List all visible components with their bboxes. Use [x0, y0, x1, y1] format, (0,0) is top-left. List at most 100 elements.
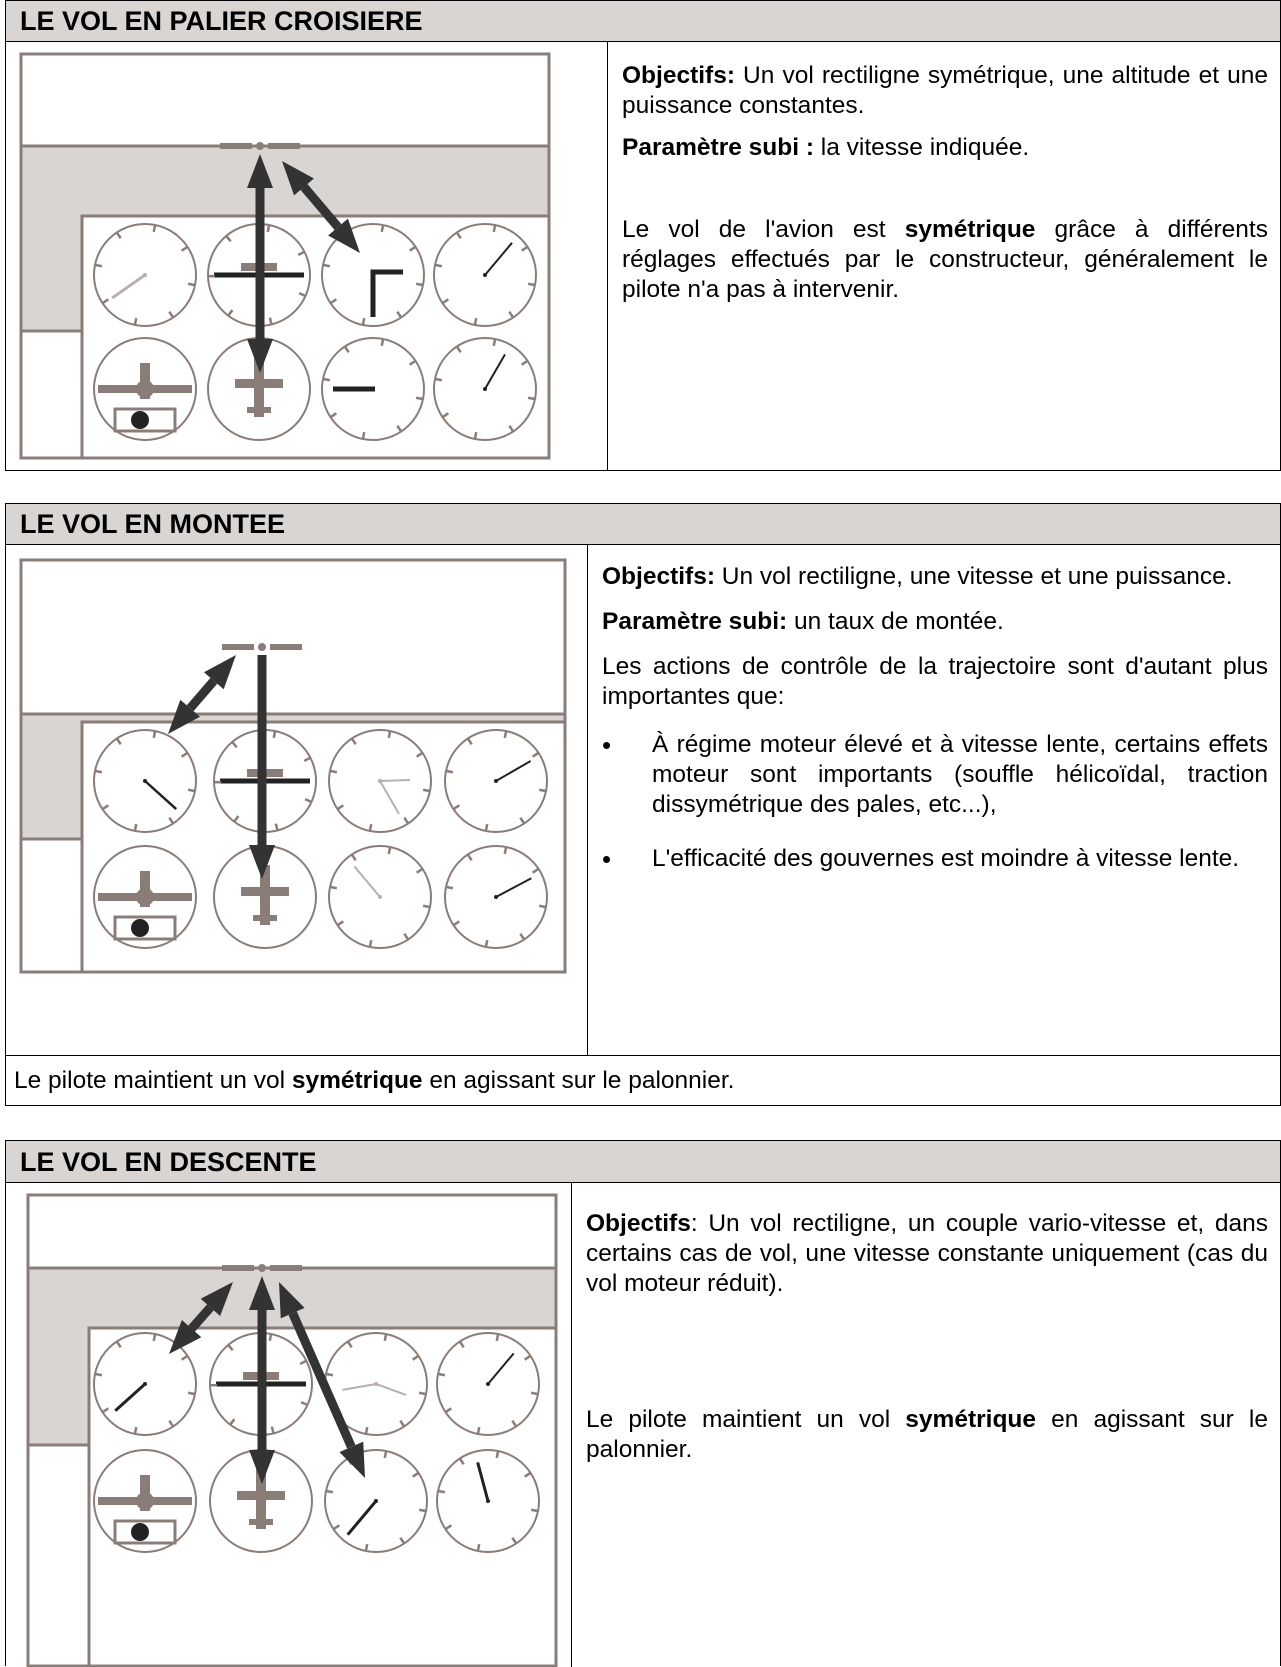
parametre-label: Paramètre subi :: [622, 134, 814, 161]
dial-tick: [505, 731, 506, 738]
dial-tick: [276, 824, 278, 831]
dial-tick: [135, 1427, 136, 1434]
dial-tick: [270, 318, 272, 325]
cockpit-diagram: [27, 1194, 557, 1667]
list-item: À régime moteur élevé et à vitesse lente…: [602, 730, 1268, 820]
turn-center: [136, 380, 154, 398]
dial-tick: [370, 940, 371, 947]
needle-hub: [494, 895, 498, 899]
heading-wings: [235, 379, 283, 388]
needle-hub: [374, 1499, 378, 1503]
dial-tick: [389, 731, 390, 738]
objectifs-paragraph: Objectifs: Un vol rectiligne, une vitess…: [602, 562, 1268, 592]
dial-tick: [438, 1491, 445, 1492]
dial-tick: [416, 284, 423, 285]
dial-tick: [486, 824, 487, 831]
heading-tail: [247, 407, 271, 413]
reference-mark: [268, 143, 300, 149]
parametre-text: la vitesse indiquée.: [814, 134, 1029, 161]
dial-tick: [154, 225, 155, 232]
needle-hub: [483, 387, 487, 391]
objectifs-paragraph: Objectifs: Un vol rectiligne, un couple …: [586, 1209, 1268, 1299]
dial-tick: [446, 771, 453, 772]
intro-paragraph: Les actions de contrôle de la trajectoir…: [602, 652, 1268, 712]
needle-hub: [378, 779, 382, 783]
dial-tick: [366, 1427, 367, 1434]
needle-hub: [143, 779, 147, 783]
text-column: Objectifs: Un vol rectiligne symétrique,…: [622, 61, 1268, 305]
dial-tick: [528, 284, 535, 285]
gauge-needle: [380, 780, 410, 781]
reference-dot: [256, 142, 264, 150]
dial-tick: [494, 339, 495, 346]
dial-tick: [539, 790, 546, 791]
pilote-paragraph: Le pilote maintient un vol symétrique en…: [586, 1405, 1268, 1465]
symetrie-paragraph: Le vol de l'avion est symétrique grâce à…: [622, 215, 1268, 305]
reference-mark: [270, 1265, 302, 1271]
needle-hub: [143, 273, 147, 277]
needle-hub: [483, 273, 487, 277]
section-title: LE VOL EN MONTEE: [6, 504, 1280, 545]
objectifs-paragraph: Objectifs: Un vol rectiligne symétrique,…: [622, 61, 1268, 121]
dial-tick: [272, 1427, 274, 1434]
dial-tick: [478, 1427, 479, 1434]
dial-tick: [528, 398, 535, 399]
dial-tick: [446, 887, 453, 888]
dial-tick: [382, 225, 383, 232]
dial-tick: [326, 1374, 333, 1375]
needle-hub: [143, 1382, 147, 1386]
dial-tick: [494, 225, 495, 232]
dial-tick: [423, 906, 430, 907]
section-title: LE VOL EN PALIER CROISIERE: [6, 1, 1280, 42]
footer-text: Le pilote maintient un vol symétrique en…: [14, 1066, 734, 1096]
turn-center: [136, 888, 154, 906]
text-column: Objectifs: Un vol rectiligne, une vitess…: [602, 562, 1268, 874]
reference-mark: [220, 143, 252, 149]
heading-tail: [249, 1519, 273, 1525]
text-column: Objectifs: Un vol rectiligne, un couple …: [586, 1209, 1268, 1465]
bullet-list: À régime moteur élevé et à vitesse lente…: [602, 730, 1268, 874]
para-bold: symétrique: [905, 216, 1036, 243]
needle-hub: [494, 779, 498, 783]
dial-tick: [363, 432, 364, 439]
dial-tick: [326, 1491, 333, 1492]
dial-tick: [366, 1544, 367, 1551]
dial-tick: [268, 225, 269, 232]
section-title: LE VOL EN DESCENTE: [6, 1141, 1280, 1183]
reference-mark: [270, 644, 302, 650]
dial-tick: [154, 1334, 155, 1341]
dial-tick: [389, 847, 390, 854]
dial-tick: [435, 265, 442, 266]
dial-tick: [323, 265, 330, 266]
dial-tick: [505, 847, 506, 854]
dial-tick: [438, 1374, 445, 1375]
dial-tick: [419, 1510, 426, 1511]
dial-tick: [531, 1510, 538, 1511]
footer-divider: [6, 1055, 1280, 1056]
parametre-paragraph: Paramètre subi: un taux de montée.: [602, 607, 1268, 637]
dial-tick: [330, 887, 337, 888]
footer-post: en agissant sur le palonnier.: [423, 1067, 735, 1094]
column-divider: [571, 1183, 572, 1667]
turn-center: [136, 1492, 154, 1510]
footer-bold: symétrique: [292, 1067, 423, 1094]
dial-tick: [385, 1451, 386, 1458]
dial-tick: [497, 1451, 498, 1458]
dial-tick: [188, 790, 195, 791]
dial-tick: [370, 824, 371, 831]
dial-tick: [423, 790, 430, 791]
dial-tick: [475, 432, 476, 439]
list-item: L'efficacité des gouvernes est moindre à…: [602, 844, 1268, 874]
ball: [131, 411, 149, 429]
dial-tick: [385, 1334, 386, 1341]
footer-pre: Le pilote maintient un vol: [14, 1067, 292, 1094]
dial-tick: [419, 1393, 426, 1394]
dial-tick: [497, 1334, 498, 1341]
dial-tick: [330, 771, 337, 772]
column-divider: [607, 42, 608, 470]
reference-dot: [258, 643, 266, 651]
needle-hub: [374, 1382, 378, 1386]
needle-hub: [486, 1499, 490, 1503]
dial-tick: [416, 398, 423, 399]
heading-tail: [253, 915, 277, 921]
